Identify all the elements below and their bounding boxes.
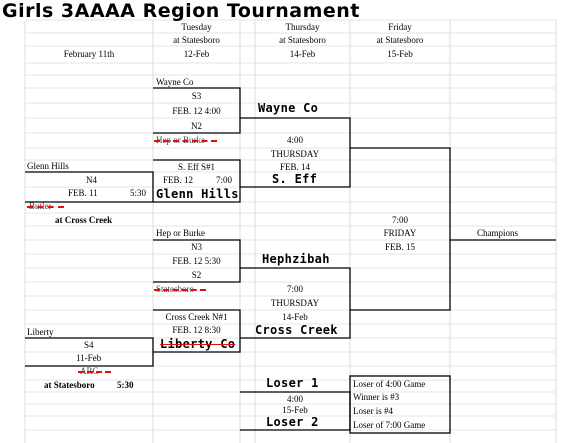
final-date: FEB. 15 [384,242,415,252]
note-3: Loser is #4 [353,406,393,416]
s2-time: 7:00 [286,284,303,294]
col3-date: 14-Feb [289,49,316,59]
q2-time: 7:00 [216,175,233,185]
q2-handwritten-team: Glenn Hills [156,187,239,201]
q1-seed1: S3 [191,91,202,101]
r1g1-seed: N4 [86,175,97,185]
q1-struck-team: Hep or Burke [154,135,217,145]
q3-top-team: Hep or Burke [156,228,205,238]
s1-date: FEB. 14 [279,162,310,172]
s2-day: THURSDAY [270,298,320,308]
s1-time: 4:00 [286,135,303,145]
q2-top-team: S. Eff S#1 [177,162,216,172]
q1-datetime: FEB. 12 4:00 [172,106,221,116]
q3-datetime: FEB. 12 5:30 [172,256,221,266]
s2-date: 14-Feb [282,312,308,322]
r1g1-site: at Cross Creek [55,215,113,225]
s2-winner-bottom: Cross Creek [255,323,338,337]
s1-day: THURSDAY [270,149,320,159]
s2-winner-top: Hephzibah [262,252,330,266]
col1-date: February 11th [63,49,115,59]
note-2: Winner is #3 [353,392,400,402]
col3-day: Thursday [285,22,320,32]
q4-top-team: Cross Creek N#1 [165,312,228,322]
r1g2-top-team: Liberty [27,327,54,337]
q1-seed2: N2 [191,121,202,131]
col3-site: at Statesboro [279,35,326,45]
r1g1-struck-team: Butler [27,201,63,211]
s1-winner-top: Wayne Co [258,101,319,115]
col2-day: Tuesday [181,22,212,32]
col2-date: 12-Feb [183,49,210,59]
r1g1-date: FEB. 11 [68,188,98,198]
col4-site: at Statesboro [376,35,424,45]
consolation-date: 15-Feb [282,405,308,415]
r1g2-time: 5:30 [117,380,134,390]
col4-day: Friday [388,22,412,32]
r1g2-site: at Statesboro [44,380,95,390]
s1-winner-bottom: S. Eff [272,172,318,186]
note-4: Loser of 7:00 Game [353,420,426,430]
r1g1-top-team: Glenn Hills [27,161,69,171]
q3-seed2: S2 [191,270,202,280]
q3-seed1: N3 [191,242,202,252]
r1g2-date: 11-Feb [76,353,102,363]
q4-datetime: FEB. 12 8:30 [172,325,221,335]
q4-handwritten-team: Liberty Co [160,337,236,351]
note-1: Loser of 4:00 Game [353,379,426,389]
q2-date: FEB. 12 [163,175,194,185]
r1g1-time: 5:30 [130,188,147,198]
q1-top-team: Wayne Co [156,77,194,87]
final-day: FRIDAY [383,228,417,238]
loser1-label: Loser 1 [266,376,319,390]
page-title: Girls 3AAAA Region Tournament [2,0,360,22]
col4-date: 15-Feb [387,49,413,59]
col2-site: at Statesboro [173,35,220,45]
loser2-label: Loser 2 [266,415,319,429]
consolation-time: 4:00 [286,394,303,404]
final-time: 7:00 [391,215,408,225]
q3-struck-team: Statesboro [154,284,206,294]
champions-label: Champions [477,228,519,238]
r1g2-seed: S4 [84,340,94,350]
r1g2-struck-team: ARC [78,366,110,376]
